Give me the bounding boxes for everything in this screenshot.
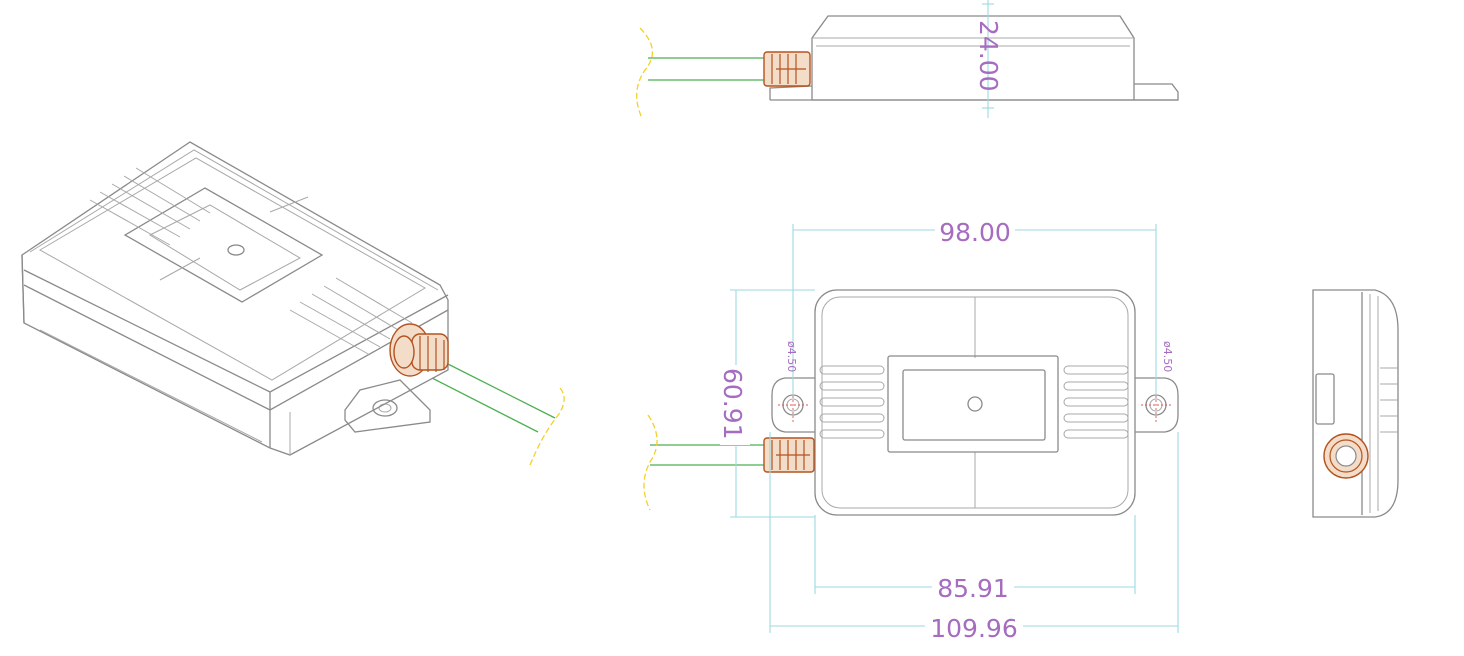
isometric-view — [21, 141, 565, 466]
plan-housing — [771, 289, 1179, 516]
side-housing — [769, 15, 1179, 101]
iso-mount-tab — [344, 379, 431, 433]
overall-width-dimension-label: 109.96 — [930, 614, 1017, 643]
depth-dimension: 60.91 — [718, 289, 815, 518]
top-width-dimension: 98.00 — [792, 216, 1157, 395]
iso-cable — [431, 359, 565, 466]
right-hole-diameter-label: ø4.50 — [1161, 341, 1174, 372]
plan-cable-gland — [763, 437, 815, 473]
height-dimension: 24.00 — [974, 0, 1003, 118]
body-width-dimension: 85.91 — [814, 515, 1136, 603]
height-dimension-label: 24.00 — [974, 20, 1003, 92]
depth-dimension-label: 60.91 — [718, 368, 747, 440]
iso-housing — [21, 141, 449, 456]
side-cable-gland — [763, 51, 811, 87]
left-hole-diameter-label: ø4.50 — [785, 341, 798, 372]
side-elevation-view: 24.00 — [636, 0, 1179, 119]
overall-width-dimension: 109.96 — [769, 432, 1179, 643]
side-cable — [636, 27, 765, 119]
end-view — [1312, 289, 1399, 518]
body-width-dimension-label: 85.91 — [937, 574, 1009, 603]
iso-cable-gland — [389, 323, 449, 377]
plan-view: 98.00 60.91 ø4.50 ø4.50 85.91 109.96 — [643, 216, 1179, 643]
end-cable-gland — [1323, 433, 1369, 479]
top-width-dimension-label: 98.00 — [939, 218, 1011, 247]
